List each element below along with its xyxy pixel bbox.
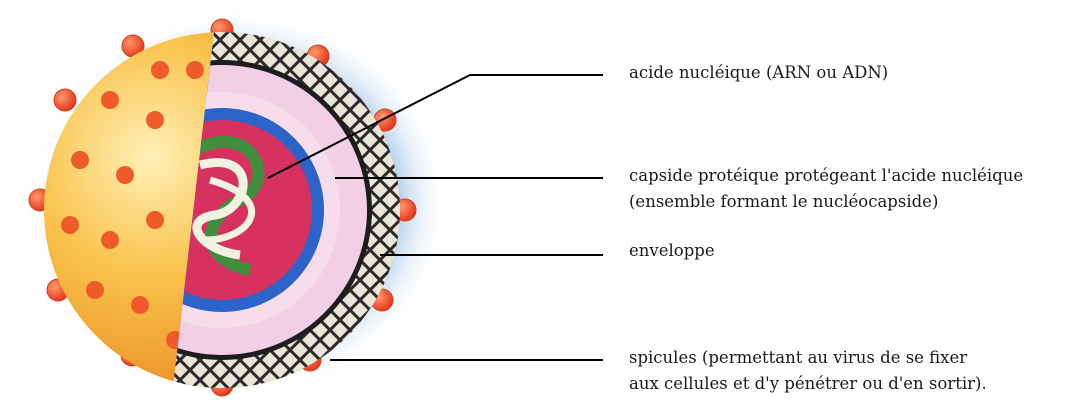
label-spicules: spicules (permettant au virus de se fixe… (629, 345, 987, 397)
label-nucleic-acid: acide nucléique (ARN ou ADN) (629, 60, 888, 86)
label-capsid: capside protéique protégeant l'acide nuc… (629, 163, 1023, 215)
label-envelope: enveloppe (629, 238, 715, 264)
